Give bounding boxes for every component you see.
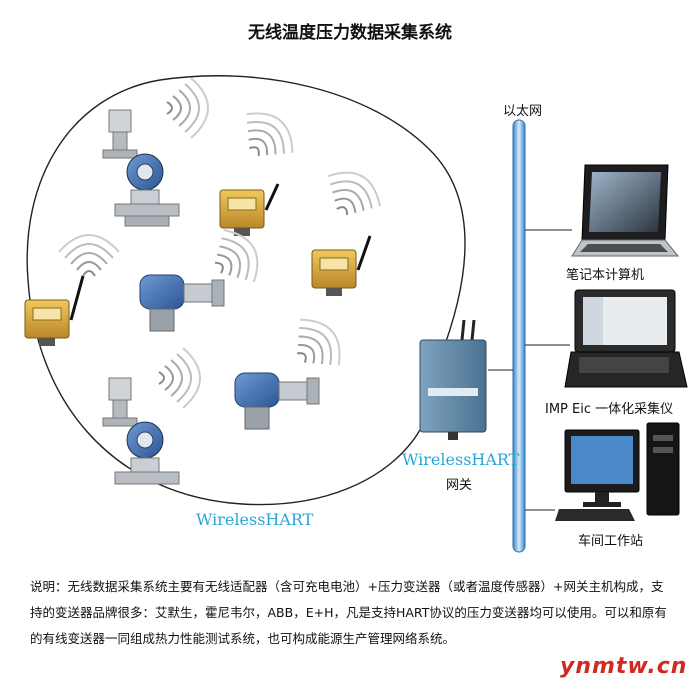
level-transmitter-icon bbox=[234, 307, 353, 430]
workstation-icon bbox=[555, 422, 680, 521]
gateway-label: 网关 bbox=[446, 478, 473, 493]
field-network-boundary bbox=[26, 75, 466, 506]
watermark: ynmtw.cn bbox=[560, 654, 688, 679]
level-transmitter-icon bbox=[139, 220, 270, 332]
wireless-adapter-icon bbox=[219, 100, 305, 236]
wireless-adapter-icon bbox=[311, 160, 390, 296]
gateway-icon bbox=[419, 319, 487, 440]
pressure-transmitter-icon bbox=[102, 77, 209, 227]
description-text: 说明：无线数据采集系统主要有无线适配器（含可充电电池）+压力变送器（或者温度传感… bbox=[30, 579, 667, 646]
page-title: 无线温度压力数据采集系统 bbox=[248, 23, 452, 43]
pressure-transmitter-icon bbox=[102, 347, 201, 485]
field-protocol-label: WirelessHART bbox=[196, 510, 314, 529]
ethernet-backbone bbox=[488, 119, 572, 553]
workstation-label: 车间工作站 bbox=[578, 534, 644, 549]
ethernet-label: 以太网 bbox=[503, 104, 543, 119]
gateway-protocol-label: WirelessHART bbox=[402, 450, 520, 469]
laptop-label: 笔记本计算机 bbox=[566, 268, 645, 283]
laptop-icon bbox=[571, 164, 680, 257]
wireless-adapter-icon bbox=[24, 234, 120, 346]
acquisition-unit-label: IMP Eic 一体化采集仪 bbox=[545, 402, 674, 417]
rugged-laptop-icon bbox=[564, 289, 688, 388]
